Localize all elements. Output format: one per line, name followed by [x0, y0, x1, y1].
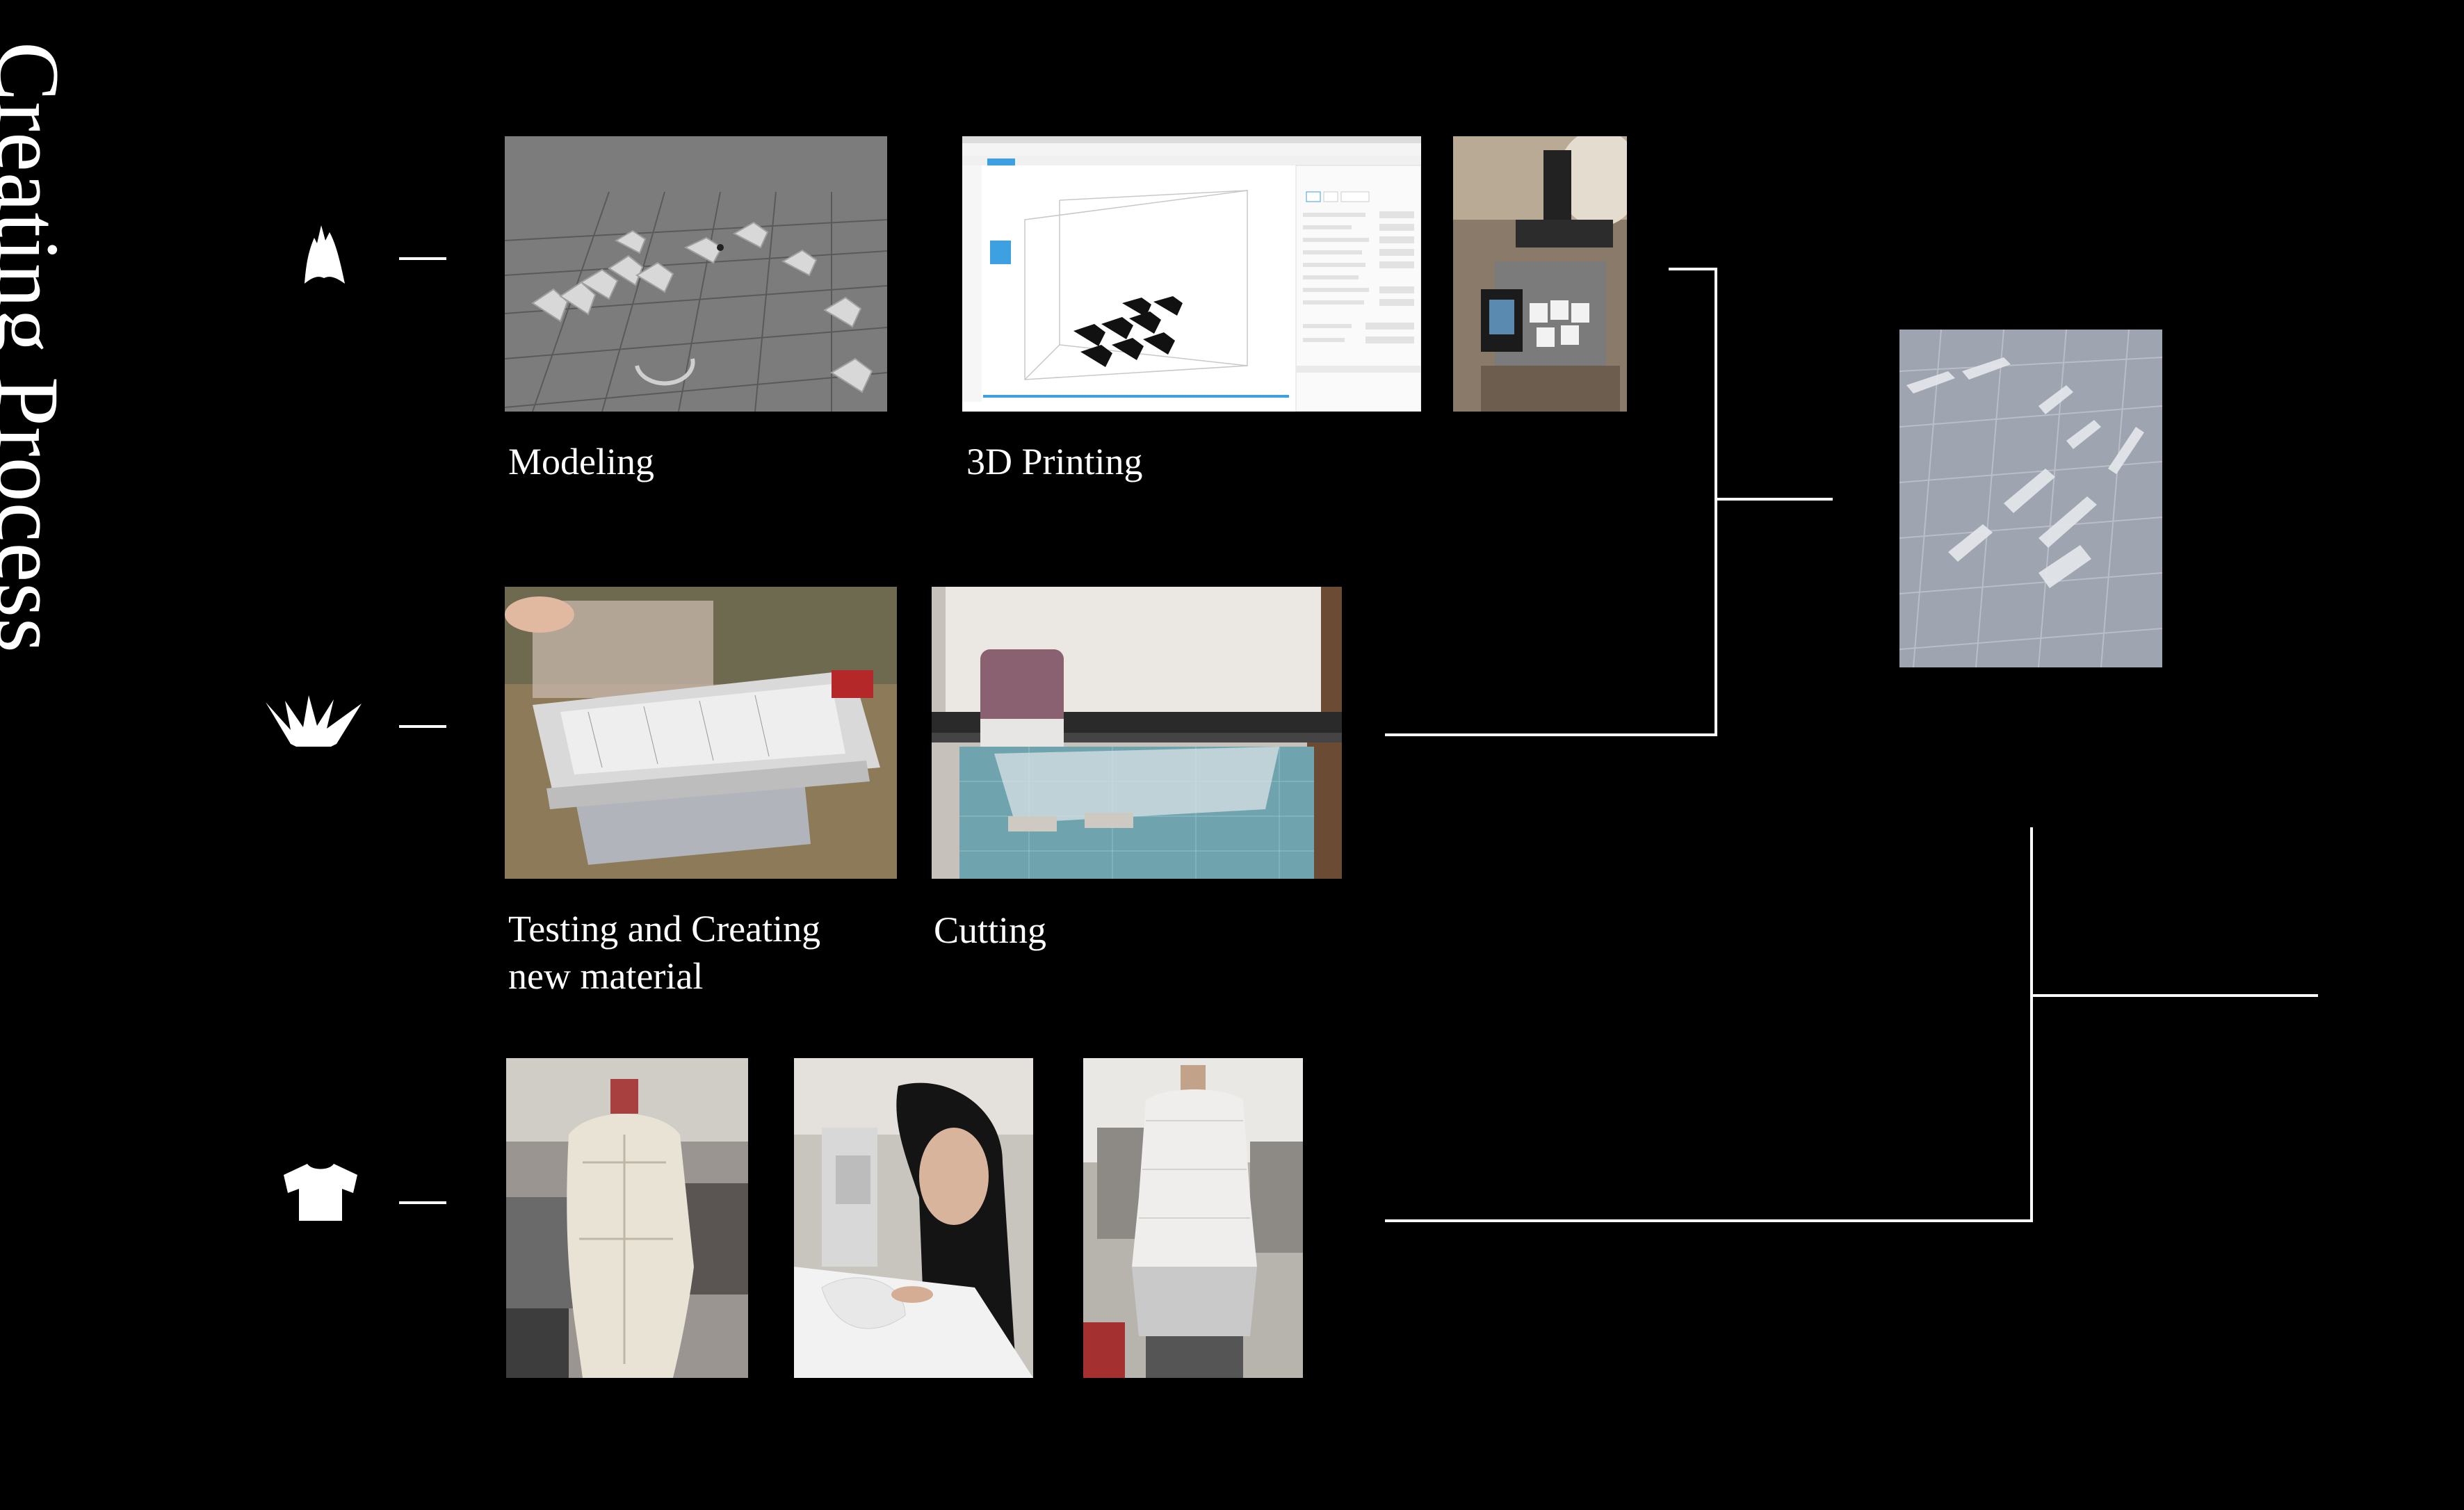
page-title: Creating Process: [0, 42, 118, 702]
bracket-lower-arm: [1385, 1219, 2033, 1222]
finished-pieces-photo: [1899, 330, 2162, 667]
laminator-photo: [505, 587, 897, 879]
claw-icon: [299, 222, 349, 285]
modeling-image: [505, 136, 887, 412]
row1-connector: [399, 257, 446, 260]
crown-icon: [264, 695, 363, 747]
dress-form-back-photo: [506, 1058, 748, 1378]
caption-testing-line1: Testing and Creating: [508, 908, 821, 950]
bracket-to-result: [1715, 498, 1833, 501]
row2-connector: [399, 725, 446, 728]
sewing-photo: [794, 1058, 1033, 1378]
bracket-top-arm: [1669, 268, 1717, 270]
bracket-lower-output: [2030, 994, 2318, 997]
caption-cutting: Cutting: [934, 909, 1047, 951]
caption-3d-printing: 3D Printing: [966, 441, 1143, 482]
row3-connector: [399, 1201, 446, 1204]
bracket-upper-vertical: [1715, 268, 1717, 735]
caption-modeling: Modeling: [508, 441, 654, 482]
bracket-lower-vertical: [2030, 827, 2033, 1222]
caption-testing-line2: new material: [508, 955, 704, 997]
tshirt-icon: [281, 1162, 360, 1222]
dress-form-front-photo: [1083, 1058, 1303, 1378]
bracket-bottom-arm: [1385, 733, 1717, 736]
slicer-software-screenshot: [962, 136, 1421, 412]
cricut-cutter-photo: [932, 587, 1342, 879]
page-title-text: Creating Process: [0, 42, 77, 653]
3d-printer-photo: [1453, 136, 1627, 412]
